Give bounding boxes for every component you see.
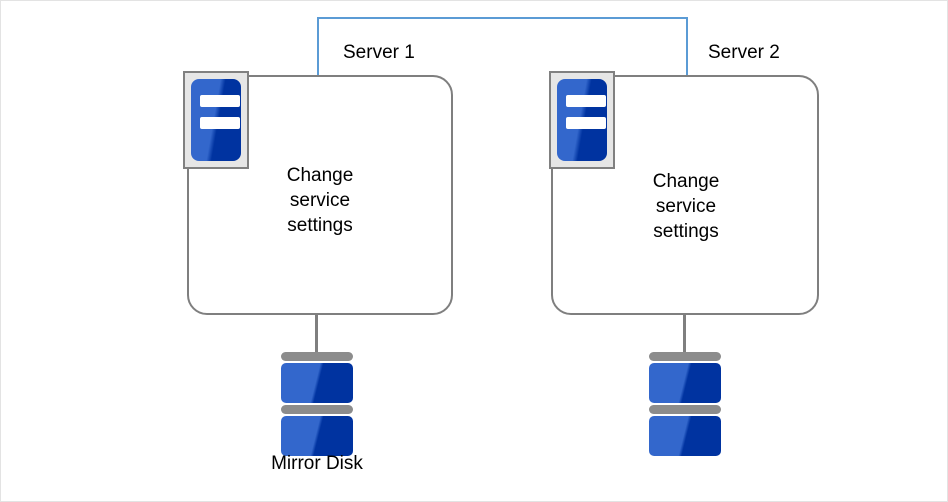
server-icon-bar-top bbox=[566, 95, 606, 107]
server-icon bbox=[183, 71, 249, 169]
disk-block-upper bbox=[649, 363, 721, 403]
disk-block-lower bbox=[649, 416, 721, 456]
mirror-disk-label: Mirror Disk bbox=[271, 453, 363, 474]
server-icon-body bbox=[191, 79, 241, 161]
server-2-label: Server 2 bbox=[708, 42, 780, 63]
server-1-to-disk-connector bbox=[315, 314, 318, 354]
mirror-disk-icon bbox=[649, 352, 721, 458]
disk-plate-top bbox=[281, 352, 353, 361]
server-2-body-text: Change service settings bbox=[652, 171, 720, 242]
mirror-disk-icon bbox=[281, 352, 353, 458]
server-icon-bar-top bbox=[200, 95, 240, 107]
disk-plate-top bbox=[649, 352, 721, 361]
server-icon-bar-bottom bbox=[200, 117, 240, 129]
server-icon-bar-bottom bbox=[566, 117, 606, 129]
server-interconnect-bracket bbox=[317, 17, 688, 77]
server-1-label: Server 1 bbox=[343, 42, 415, 63]
disk-block-upper bbox=[281, 363, 353, 403]
disk-block-lower bbox=[281, 416, 353, 456]
server-1-body-text: Change service settings bbox=[286, 165, 354, 236]
server-icon bbox=[549, 71, 615, 169]
server-2-to-disk-connector bbox=[683, 314, 686, 354]
disk-plate-middle bbox=[281, 405, 353, 414]
disk-plate-middle bbox=[649, 405, 721, 414]
server-icon-body bbox=[557, 79, 607, 161]
